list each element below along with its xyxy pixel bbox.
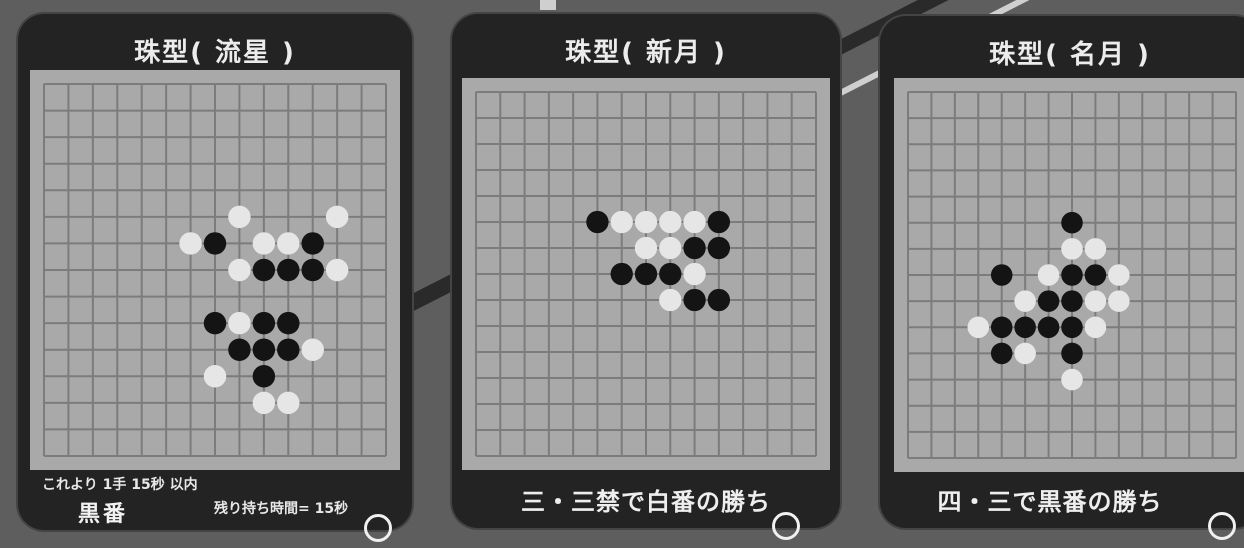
circle-mark-icon — [772, 512, 800, 540]
circle-mark-icon — [1208, 512, 1236, 540]
white-stone — [203, 365, 227, 388]
black-stone — [586, 210, 609, 234]
white-stone — [252, 391, 276, 415]
gomoku-board[interactable] — [30, 70, 400, 470]
white-stone — [325, 258, 349, 282]
black-stone — [707, 236, 731, 260]
black-stone — [277, 258, 300, 282]
black-stone — [634, 262, 658, 286]
black-stone — [203, 232, 227, 255]
black-stone — [252, 258, 276, 282]
black-stone — [203, 311, 227, 335]
white-stone — [659, 236, 682, 260]
puzzle-panel-meigetsu: 珠型( 名月 ) 四・三で黒番の勝ち — [880, 16, 1244, 540]
panel-title: 珠型( 流星 ) — [134, 38, 296, 68]
black-stone — [277, 311, 300, 335]
white-stone — [1014, 342, 1036, 365]
white-stone — [1084, 238, 1107, 260]
board-grid — [462, 78, 830, 470]
black-stone — [1061, 211, 1083, 234]
time-limit-text: これより 1手 15秒 以内 — [42, 477, 198, 493]
white-stone — [228, 258, 251, 282]
black-stone — [228, 338, 251, 361]
white-stone — [634, 210, 658, 234]
board-grid — [30, 70, 400, 470]
black-stone — [990, 316, 1013, 339]
white-stone — [659, 288, 682, 312]
white-stone — [659, 210, 682, 234]
gomoku-board[interactable] — [462, 78, 830, 470]
white-stone — [301, 338, 324, 361]
white-stone — [967, 316, 990, 339]
black-stone — [1061, 264, 1083, 286]
white-stone — [228, 205, 251, 229]
black-stone — [683, 236, 706, 260]
panel-title: 珠型( 新月 ) — [565, 38, 727, 68]
white-stone — [1108, 290, 1130, 312]
white-stone — [252, 232, 276, 255]
white-stone — [277, 232, 300, 255]
black-stone — [610, 262, 633, 286]
white-stone — [683, 210, 706, 234]
white-stone — [228, 311, 251, 335]
white-stone — [634, 236, 658, 260]
black-stone — [252, 311, 276, 335]
turn-label: 黒番 — [78, 502, 129, 527]
black-stone — [1061, 290, 1083, 312]
board-grid — [894, 78, 1244, 472]
circle-mark-icon — [364, 514, 392, 542]
black-stone — [683, 288, 706, 312]
black-stone — [1061, 316, 1083, 339]
black-stone — [252, 338, 276, 361]
black-stone — [301, 232, 324, 255]
black-stone — [990, 264, 1013, 286]
black-stone — [707, 288, 731, 312]
white-stone — [610, 210, 633, 234]
black-stone — [301, 258, 324, 282]
white-stone — [1037, 264, 1060, 286]
white-stone — [1061, 238, 1083, 260]
white-stone — [325, 205, 349, 229]
gomoku-board[interactable] — [894, 78, 1244, 472]
black-stone — [252, 365, 276, 388]
puzzle-panel-ryusei: 珠型( 流星 ) これより 1手 15秒 以内 黒番 残り持ち時間= 15秒 — [18, 14, 412, 542]
black-stone — [707, 210, 731, 234]
puzzle-panel-shingetsu: 珠型( 新月 ) 三・三禁で白番の勝ち — [452, 14, 840, 540]
background-stripe — [540, 0, 556, 10]
result-caption: 四・三で黒番の勝ち — [937, 488, 1163, 516]
white-stone — [1061, 368, 1083, 391]
panel-title: 珠型( 名月 ) — [989, 40, 1151, 70]
black-stone — [659, 262, 682, 286]
black-stone — [1084, 264, 1107, 286]
white-stone — [683, 262, 706, 286]
white-stone — [179, 232, 202, 255]
black-stone — [1037, 290, 1060, 312]
white-stone — [1108, 264, 1130, 286]
black-stone — [1061, 342, 1083, 365]
white-stone — [1084, 316, 1107, 339]
black-stone — [277, 338, 300, 361]
white-stone — [1014, 290, 1036, 312]
result-caption: 三・三禁で白番の勝ち — [521, 488, 771, 516]
black-stone — [1037, 316, 1060, 339]
black-stone — [990, 342, 1013, 365]
black-stone — [1014, 316, 1036, 339]
remaining-time-text: 残り持ち時間= 15秒 — [214, 501, 349, 517]
white-stone — [1084, 290, 1107, 312]
white-stone — [277, 391, 300, 415]
